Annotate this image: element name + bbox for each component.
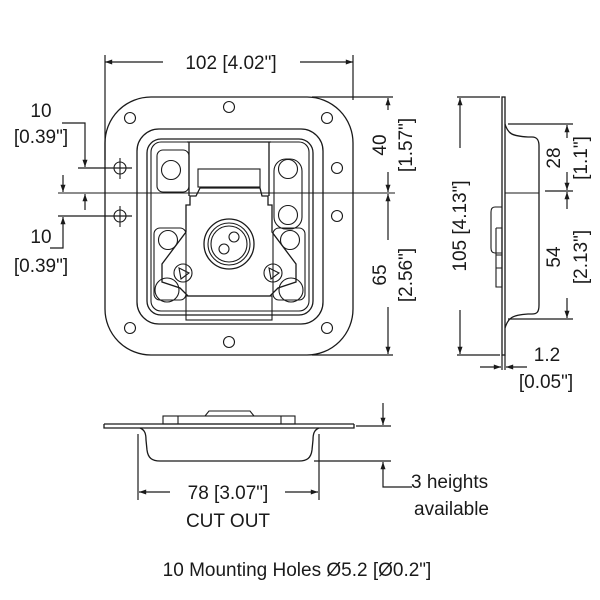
handle-bottom <box>185 295 273 321</box>
outer-flange <box>104 96 354 356</box>
dim-front-heights: 40 [1.57"] 65 [2.56"] <box>312 96 417 356</box>
cutout-label: CUT OUT <box>186 511 270 532</box>
dim-bottom: 78 [3.07"] CUT OUT 3 heights available <box>137 403 489 532</box>
heights-note-line1: 3 heights <box>411 472 488 493</box>
mounting-hole <box>320 321 334 335</box>
lock-pin <box>218 243 230 255</box>
recess-tray-inner <box>146 138 314 316</box>
cutout-width-label: 78 [3.07"] <box>188 483 269 504</box>
bottom-dish <box>139 427 320 462</box>
lower-dish-in: [2.13"] <box>571 230 592 284</box>
side-flange <box>501 96 506 356</box>
roller-left <box>154 277 180 303</box>
total-height-label: 105 [4.13"] <box>450 180 471 271</box>
lock-cylinder-outer <box>203 218 255 270</box>
heights-note-line2: available <box>414 499 489 520</box>
lock-cylinder-face <box>210 225 248 263</box>
mounting-hole <box>330 209 344 223</box>
hinge-body <box>187 141 271 196</box>
bottom-latch-dome <box>204 410 255 417</box>
pocket-hole <box>277 204 299 226</box>
thickness-mm: 1.2 <box>534 345 560 366</box>
rivet-left <box>173 263 193 283</box>
pocket-hole <box>160 159 182 181</box>
lower-height-mm: 65 <box>370 264 391 285</box>
lock-pin <box>228 231 240 243</box>
side-view <box>490 96 540 356</box>
side-dish <box>504 123 540 329</box>
lock-cylinder-ring <box>207 222 251 266</box>
upper-height-in: [1.57"] <box>396 118 417 172</box>
roller-right <box>278 277 304 303</box>
bottom-latch-base <box>162 415 296 425</box>
dim-width: 102 [4.02"] <box>104 53 354 160</box>
dim-side: 105 [4.13"] 28 [1.1"] 54 [2.13"] 1.2 [0.… <box>450 96 592 393</box>
dim-hole-offset: 10 [0.39"] 10 [0.39"] <box>14 101 132 277</box>
mounting-hole <box>330 161 344 175</box>
width-label: 102 [4.02"] <box>185 53 276 74</box>
bottom-view <box>103 410 355 462</box>
upper-dish-in: [1.1"] <box>571 136 592 180</box>
pocket-hole <box>277 158 299 180</box>
mounting-hole <box>222 335 236 349</box>
footer-note: 10 Mounting Holes Ø5.2 [Ø0.2"] <box>163 560 432 581</box>
mounting-hole <box>123 321 137 335</box>
hinge-bar <box>197 168 261 188</box>
mounting-hole <box>123 111 137 125</box>
recess-tray-outer <box>136 128 324 325</box>
latch-plate <box>161 187 297 297</box>
upper-dish-mm: 28 <box>544 147 565 168</box>
offset-top-mm: 10 <box>30 101 51 122</box>
upper-height-mm: 40 <box>370 134 391 155</box>
offset-top-in: [0.39"] <box>14 127 68 148</box>
thickness-in: [0.05"] <box>519 372 573 393</box>
offset-bottom-mm: 10 <box>30 227 51 248</box>
offset-bottom-in: [0.39"] <box>14 256 68 277</box>
front-view <box>104 96 354 356</box>
side-latch-profile <box>490 206 503 288</box>
bottom-flange <box>103 424 355 429</box>
mounting-hole <box>222 100 236 114</box>
lower-height-in: [2.56"] <box>396 248 417 302</box>
rivet-right <box>263 263 283 283</box>
pocket-hole <box>157 229 179 251</box>
mounting-hole <box>320 111 334 125</box>
lower-dish-mm: 54 <box>544 246 565 268</box>
pocket-hole <box>279 229 301 251</box>
